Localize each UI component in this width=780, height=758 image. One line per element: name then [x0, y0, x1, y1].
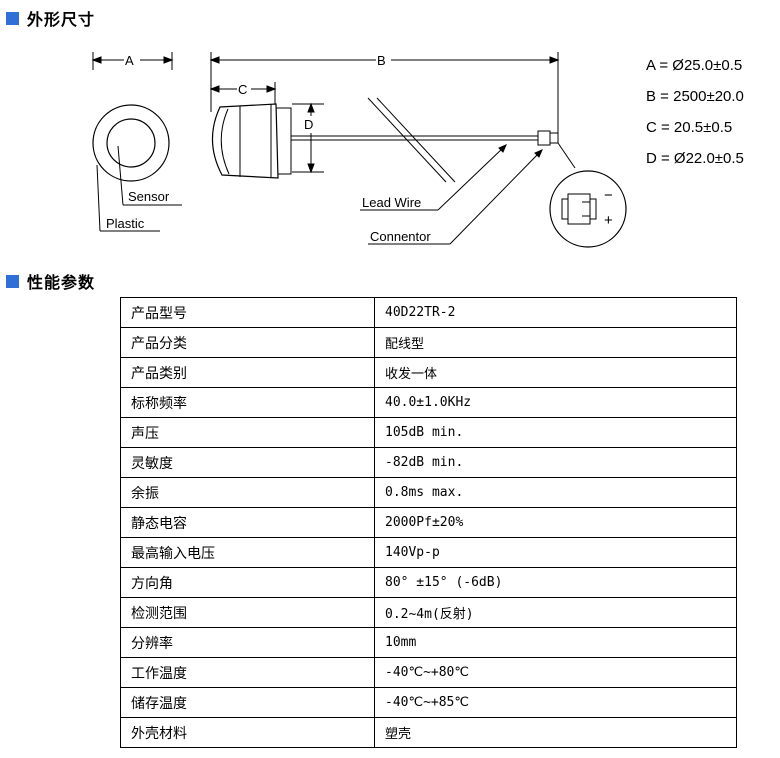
dim-a-value: A = Ø25.0±0.5: [646, 57, 743, 74]
connector-label: Connentor: [370, 229, 431, 244]
dimension-drawing: A B C D Sensor Plastic Lead Wire Connent…: [91, 52, 627, 248]
dim-c-label: C: [238, 82, 247, 97]
spec-key: 产品型号: [120, 297, 375, 328]
spec-key: 产品类别: [120, 357, 375, 388]
minus-sign: −: [604, 187, 613, 204]
table-row: 外壳材料塑壳: [120, 717, 737, 748]
spec-value: 0.8ms max.: [374, 477, 737, 508]
plastic-label: Plastic: [106, 216, 145, 231]
performance-title: 性能参数: [27, 273, 96, 292]
outline-title: 外形尺寸: [27, 10, 96, 29]
spec-value: -40℃~+80℃: [374, 657, 737, 688]
spec-value: 2000Pf±20%: [374, 507, 737, 538]
dim-a-label: A: [125, 53, 134, 68]
spec-key: 工作温度: [120, 657, 375, 688]
table-row: 灵敏度-82dB min.: [120, 447, 737, 478]
spec-key: 检测范围: [120, 597, 375, 628]
lead-wire-label: Lead Wire: [362, 195, 421, 210]
spec-value: 40.0±1.0KHz: [374, 387, 737, 418]
spec-value: 配线型: [374, 327, 737, 358]
spec-value: 0.2~4m(反射): [374, 597, 737, 628]
spec-value: 140Vp-p: [374, 537, 737, 568]
dim-b-value: B = 2500±20.0: [646, 88, 744, 105]
dim-b-label: B: [377, 53, 386, 68]
spec-value: 收发一体: [374, 357, 737, 388]
spec-key: 产品分类: [120, 327, 375, 358]
spec-value: 塑壳: [374, 717, 737, 748]
plus-sign: +: [604, 212, 613, 229]
spec-value: 105dB min.: [374, 417, 737, 448]
spec-key: 标称频率: [120, 387, 375, 418]
table-row: 产品分类配线型: [120, 327, 737, 358]
table-row: 储存温度-40℃~+85℃: [120, 687, 737, 718]
spec-value: 10mm: [374, 627, 737, 658]
dim-d-value: D = Ø22.0±0.5: [646, 150, 744, 167]
spec-key: 余振: [120, 477, 375, 508]
section-bullet-icon: [6, 274, 19, 288]
spec-value: -40℃~+85℃: [374, 687, 737, 718]
spec-key: 储存温度: [120, 687, 375, 718]
section-bullet-icon: [6, 11, 19, 25]
spec-value: 80° ±15° (-6dB): [374, 567, 737, 598]
dim-c-value: C = 20.5±0.5: [646, 119, 733, 136]
table-row: 产品类别收发一体: [120, 357, 737, 388]
spec-key: 最高输入电压: [120, 537, 375, 568]
spec-key: 灵敏度: [120, 447, 375, 478]
spec-value: -82dB min.: [374, 447, 737, 478]
table-row: 工作温度-40℃~+80℃: [120, 657, 737, 688]
spec-key: 静态电容: [120, 507, 375, 538]
spec-key: 分辨率: [120, 627, 375, 658]
spec-value: 40D22TR-2: [374, 297, 737, 328]
spec-key: 外壳材料: [120, 717, 375, 748]
spec-key: 声压: [120, 417, 375, 448]
dimension-values: A = Ø25.0±0.5 B = 2500±20.0 C = 20.5±0.5…: [646, 50, 744, 174]
sensor-label: Sensor: [128, 189, 170, 204]
outline-section-heading: 外形尺寸: [6, 8, 96, 29]
dim-d-label: D: [304, 117, 313, 132]
spec-key: 方向角: [120, 567, 375, 598]
performance-section-heading: 性能参数: [6, 271, 96, 292]
